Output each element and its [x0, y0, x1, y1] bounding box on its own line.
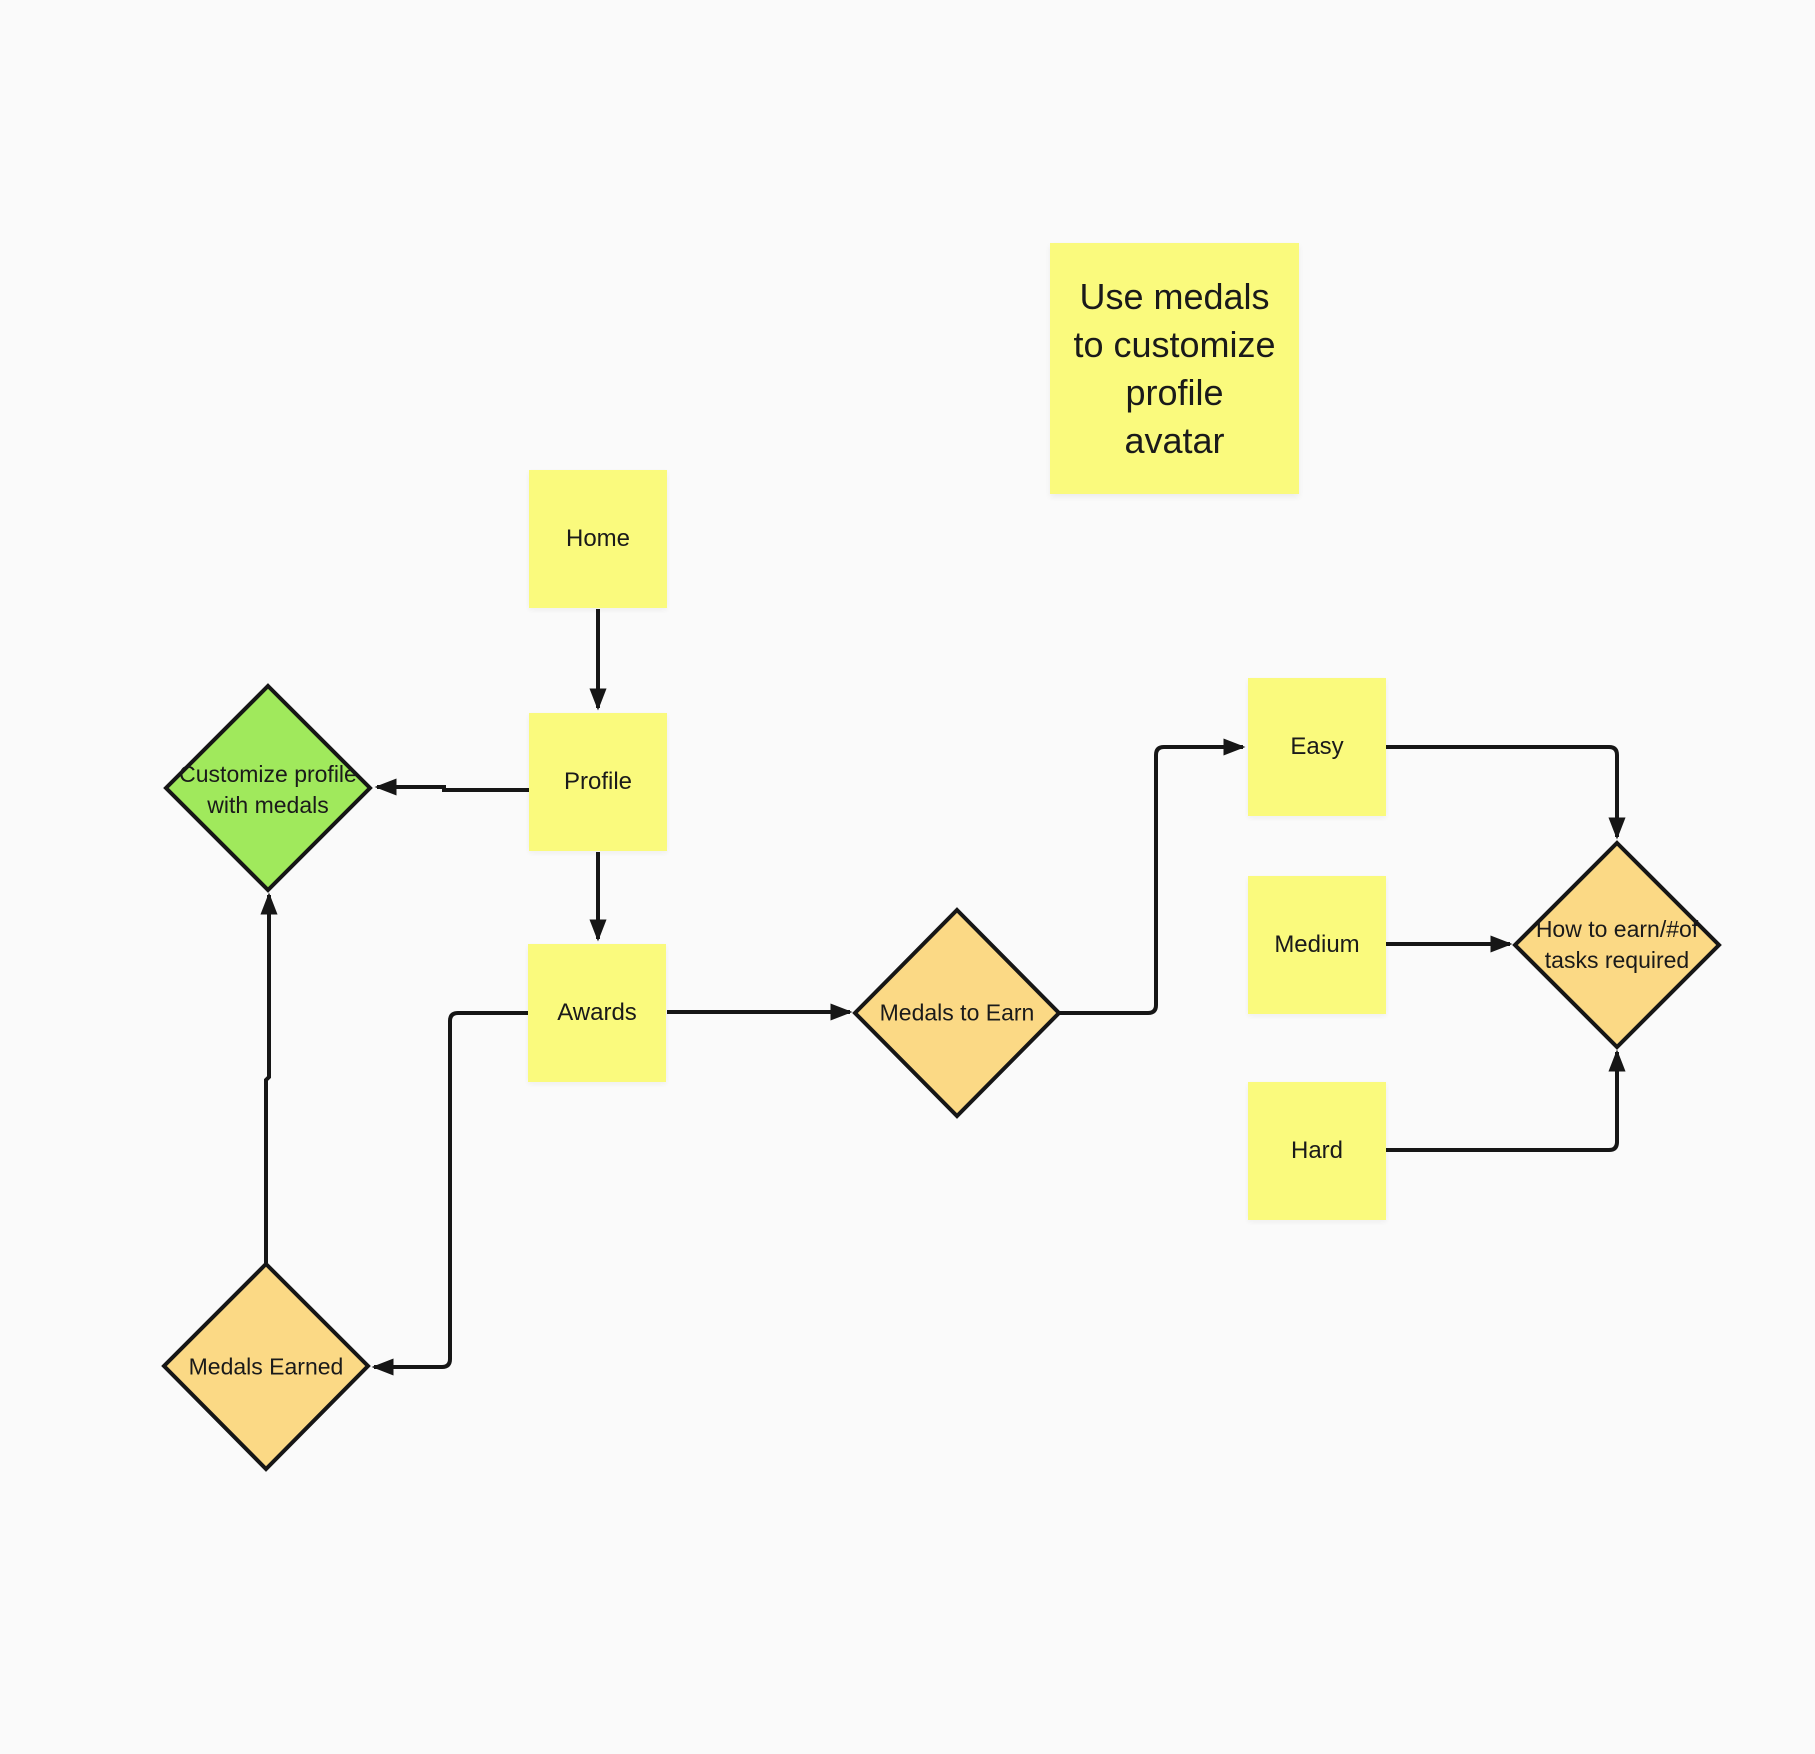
- connector-hard-how-to-earn[interactable]: [1386, 1049, 1626, 1152]
- node-profile-label: Profile: [563, 768, 633, 795]
- sticky-note-text: Use medals to customize profile avatar: [1073, 275, 1276, 461]
- node-awards-label: Awards: [557, 999, 637, 1026]
- diamond-how-to-earn[interactable]: [1512, 840, 1722, 1050]
- node-easy[interactable]: Easy: [1248, 678, 1386, 816]
- node-hard-label: Hard: [1290, 1137, 1344, 1164]
- node-medium[interactable]: Medium: [1248, 876, 1386, 1014]
- node-home[interactable]: Home: [529, 470, 667, 608]
- sticky-note-use-medals[interactable]: Use medals to customize profile avatar: [1050, 243, 1299, 494]
- node-hard[interactable]: Hard: [1248, 1082, 1386, 1220]
- diamond-medals-earned[interactable]: [161, 1261, 371, 1472]
- node-profile[interactable]: Profile: [529, 713, 667, 851]
- connector-profile-customize[interactable]: [374, 778, 529, 796]
- connector-easy-how-to-earn[interactable]: [1386, 745, 1626, 840]
- diamond-medals-to-earn[interactable]: [852, 907, 1062, 1119]
- connector-awards-medals-earned[interactable]: [371, 1011, 528, 1376]
- connector-medals-to-earn-easy[interactable]: [1059, 738, 1246, 1015]
- node-easy-label: Easy: [1290, 733, 1344, 760]
- node-home-label: Home: [565, 525, 631, 552]
- connector-medals-earned-customize[interactable]: [260, 892, 278, 1263]
- diamond-customize-profile[interactable]: [163, 683, 373, 893]
- node-medium-label: Medium: [1274, 931, 1360, 958]
- node-awards[interactable]: Awards: [528, 944, 666, 1082]
